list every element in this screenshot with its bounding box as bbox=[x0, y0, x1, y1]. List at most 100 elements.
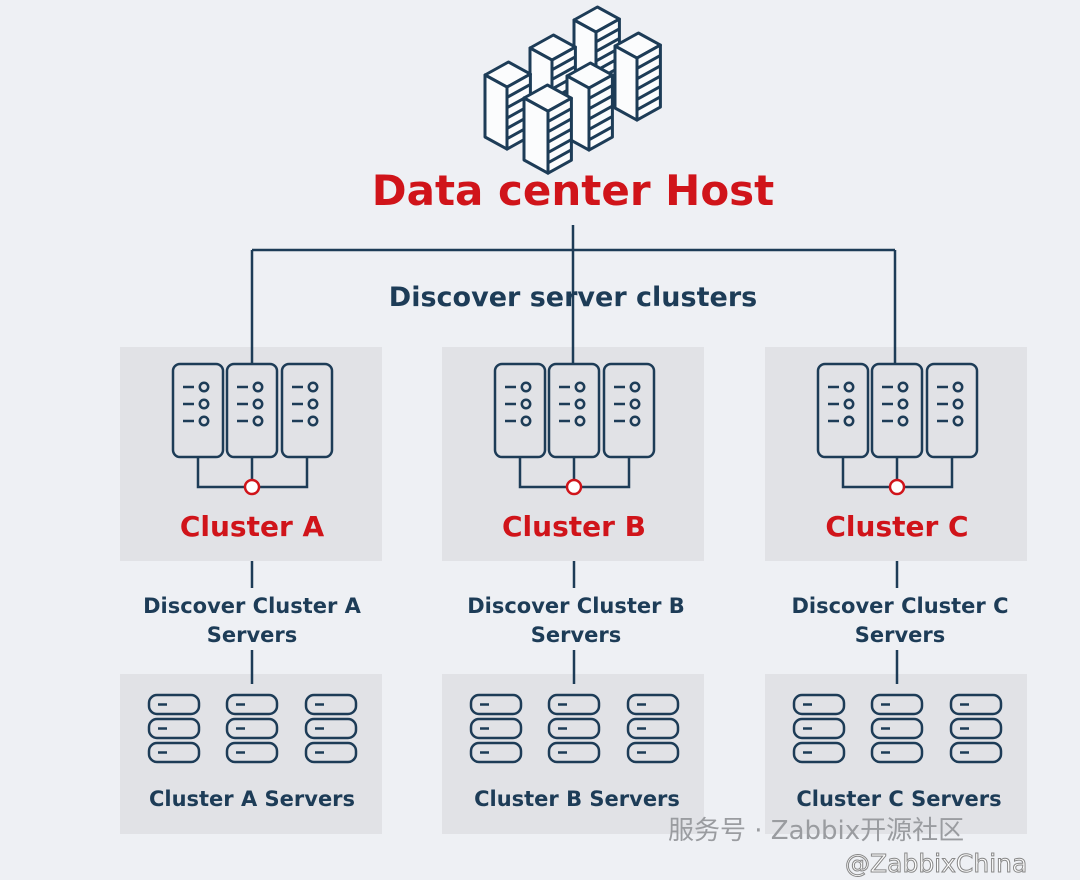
datacenter-servers-icon bbox=[483, 5, 662, 175]
server-tower-icon bbox=[613, 31, 662, 122]
rack-led-icon bbox=[307, 381, 319, 393]
cluster-node-icon bbox=[243, 478, 261, 496]
cluster-b-servers-label: Cluster B Servers bbox=[474, 787, 680, 811]
tower-slot-line bbox=[595, 37, 621, 53]
server-unit-icon bbox=[547, 693, 601, 716]
server-unit-icon bbox=[469, 693, 523, 716]
server-unit-icon bbox=[792, 693, 846, 716]
server-unit-icon bbox=[626, 717, 680, 740]
tower-slot-line bbox=[588, 125, 614, 142]
cluster-icon bbox=[816, 362, 979, 489]
rack-led-icon bbox=[252, 415, 264, 427]
rack-led-icon bbox=[252, 381, 264, 393]
discover-line1: Discover Cluster A bbox=[143, 594, 361, 618]
watermark-text: 服务号 · Zabbix开源社区 bbox=[668, 816, 965, 846]
server-unit-icon bbox=[469, 717, 523, 740]
tower-slot-line bbox=[551, 55, 577, 72]
tower-slot-line bbox=[547, 117, 573, 134]
rack-led-icon bbox=[520, 398, 532, 410]
rack-led-icon bbox=[198, 398, 210, 410]
tower-slot-line bbox=[551, 65, 577, 81]
tower-slot-line bbox=[547, 138, 573, 154]
tower-slot-line bbox=[506, 83, 532, 99]
servers-panel bbox=[765, 674, 1027, 834]
server-unit-icon bbox=[225, 693, 279, 716]
server-unit-icon bbox=[225, 717, 279, 740]
rack-led-icon bbox=[520, 415, 532, 427]
servers-panel bbox=[120, 674, 382, 834]
tower-slot-line bbox=[595, 27, 621, 44]
rack-led-icon bbox=[629, 381, 641, 393]
cluster-a-servers-label: Cluster A Servers bbox=[148, 787, 356, 811]
server-unit-icon bbox=[225, 741, 279, 764]
rack-led-icon bbox=[198, 381, 210, 393]
tower-slot-line bbox=[547, 148, 573, 165]
cluster-a-label: Cluster A bbox=[179, 510, 325, 543]
cluster-servers-icon bbox=[147, 693, 358, 764]
tower-slot-line bbox=[636, 85, 662, 101]
server-tower-icon bbox=[522, 83, 573, 175]
tower-slot-line bbox=[636, 64, 662, 81]
discover-line1: Discover Cluster B bbox=[467, 594, 685, 618]
rack-led-icon bbox=[574, 381, 586, 393]
discover-line2: Servers bbox=[530, 623, 622, 647]
cluster-servers-icon bbox=[469, 693, 680, 764]
server-unit-icon bbox=[949, 693, 1003, 716]
server-unit-icon bbox=[547, 741, 601, 764]
server-unit-icon bbox=[147, 693, 201, 716]
tower-slot-line bbox=[636, 54, 662, 70]
servers-panel bbox=[442, 674, 704, 834]
rack-led-icon bbox=[952, 381, 964, 393]
server-unit-icon bbox=[304, 693, 358, 716]
rack-led-icon bbox=[198, 415, 210, 427]
clusters bbox=[147, 362, 1003, 764]
rack-led-icon bbox=[897, 381, 909, 393]
tower-slot-line bbox=[588, 94, 614, 111]
tower-slot-line bbox=[636, 74, 662, 91]
rack-led-icon bbox=[252, 398, 264, 410]
rack-led-icon bbox=[952, 415, 964, 427]
cluster-b-label: Cluster B bbox=[501, 510, 647, 543]
server-unit-icon bbox=[626, 741, 680, 764]
discover-line1: Discover Cluster C bbox=[791, 594, 1009, 618]
server-unit-icon bbox=[147, 741, 201, 764]
server-unit-icon bbox=[626, 693, 680, 716]
rack-led-icon bbox=[307, 415, 319, 427]
server-unit-icon bbox=[792, 717, 846, 740]
server-unit-icon bbox=[304, 717, 358, 740]
server-unit-icon bbox=[870, 717, 924, 740]
server-unit-icon bbox=[792, 741, 846, 764]
tower-slot-line bbox=[588, 84, 614, 100]
server-unit-icon bbox=[949, 717, 1003, 740]
tower-slot-line bbox=[588, 104, 614, 121]
tower-left bbox=[483, 73, 509, 151]
rack-led-icon bbox=[307, 398, 319, 410]
rack-led-icon bbox=[629, 415, 641, 427]
tower-left bbox=[613, 44, 639, 122]
discover-cluster-b-label: Discover Cluster B Servers bbox=[467, 592, 685, 650]
rack-led-icon bbox=[843, 398, 855, 410]
host-connector bbox=[250, 225, 897, 364]
tower-slot-line bbox=[588, 115, 614, 131]
discover-line2: Servers bbox=[206, 623, 298, 647]
cluster-icon bbox=[493, 362, 656, 489]
cluster-panel bbox=[765, 347, 1027, 561]
server-unit-icon bbox=[469, 741, 523, 764]
cluster-panel bbox=[120, 347, 382, 561]
rack-led-icon bbox=[520, 381, 532, 393]
rack-led-icon bbox=[574, 398, 586, 410]
server-unit-icon bbox=[870, 693, 924, 716]
server-tower-icon bbox=[565, 61, 614, 152]
cluster-panel bbox=[442, 347, 704, 561]
cluster-node-icon bbox=[888, 478, 906, 496]
server-unit-icon bbox=[304, 741, 358, 764]
rack-led-icon bbox=[897, 398, 909, 410]
discover-clusters-label: Discover server clusters bbox=[388, 282, 758, 313]
rack-led-icon bbox=[897, 415, 909, 427]
server-unit-icon bbox=[949, 741, 1003, 764]
cluster-servers-icon bbox=[792, 693, 1003, 764]
rack-led-icon bbox=[843, 381, 855, 393]
rack-led-icon bbox=[574, 415, 586, 427]
